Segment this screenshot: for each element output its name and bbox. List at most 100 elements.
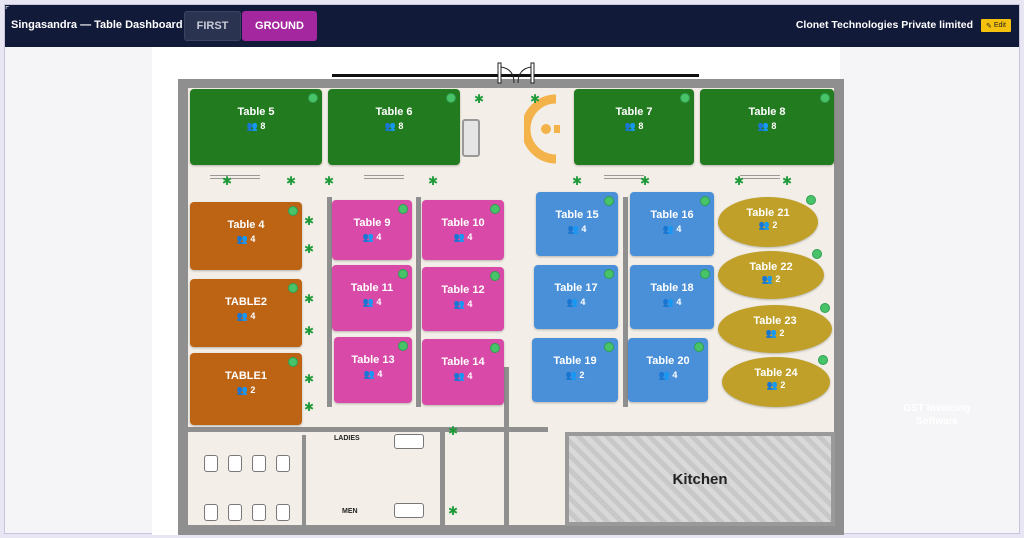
table-19[interactable]: Table 19👥 2 — [532, 338, 618, 402]
table-14[interactable]: Table 14 👥 4 — [422, 339, 504, 405]
table-20[interactable]: Table 20👥 4 — [628, 338, 708, 402]
status-dot-icon — [308, 93, 318, 103]
status-dot-icon — [694, 342, 704, 352]
bench — [210, 175, 260, 179]
status-dot-icon — [490, 204, 500, 214]
interior-wall — [302, 435, 306, 527]
status-dot-icon — [680, 93, 690, 103]
toilet-icon — [252, 504, 266, 521]
company-name: Clonet Technologies Private limited — [795, 19, 973, 31]
plant-icon: ✱ — [448, 424, 459, 438]
table-10[interactable]: Table 10👥 4 — [422, 200, 504, 260]
toilet-icon — [276, 504, 290, 521]
plant-icon: ✱ — [286, 174, 297, 188]
table-6[interactable]: Table 6👥 8 — [328, 89, 460, 165]
table-seats: 👥 8 — [757, 121, 777, 131]
table-name: Table 11 — [350, 282, 394, 294]
plant-icon: ✱ — [530, 92, 541, 106]
table-2[interactable]: TABLE2👥 4 — [190, 279, 302, 347]
seat-count: 4 — [467, 299, 473, 309]
entrance-line — [332, 74, 699, 77]
table-15[interactable]: Table 15👥 4 — [536, 192, 618, 256]
table-name: Table 14 — [441, 356, 485, 368]
tab-ground-floor[interactable]: GROUND — [242, 11, 317, 41]
plant-icon: ✱ — [572, 174, 583, 188]
table-name: TABLE2 — [225, 296, 267, 308]
seat-count: 2 — [250, 385, 256, 395]
plant-icon: ✱ — [304, 324, 315, 338]
table-18[interactable]: Table 18👥 4 — [630, 265, 714, 329]
table-9[interactable]: Table 9👥 4 — [332, 200, 412, 260]
table-16[interactable]: Table 16👥 4 — [630, 192, 714, 256]
plant-icon: ✱ — [324, 174, 335, 188]
seat-count: 4 — [672, 370, 678, 380]
plant-icon: ✱ — [304, 214, 315, 228]
status-dot-icon — [820, 93, 830, 103]
status-dot-icon — [288, 283, 298, 293]
status-dot-icon — [288, 357, 298, 367]
table-12[interactable]: Table 12👥 4 — [422, 267, 504, 331]
table-seats: 👥 4 — [662, 297, 682, 307]
table-8[interactable]: Table 8 👥 8 — [700, 89, 834, 165]
seat-count: 8 — [398, 121, 404, 131]
table-seats: 👥 4 — [236, 234, 256, 244]
tab-first-floor[interactable]: FIRST — [184, 11, 241, 41]
seat-count: 2 — [772, 220, 778, 230]
table-11[interactable]: Table 11👥 4 — [332, 265, 412, 331]
table-name: Table 8 — [748, 106, 786, 118]
table-name: Table 24 — [754, 367, 798, 379]
status-dot-icon — [490, 271, 500, 281]
plant-icon: ✱ — [428, 174, 439, 188]
seat-count: 4 — [676, 224, 682, 234]
toilet-icon — [228, 455, 242, 472]
table-13[interactable]: Table 13👥 4 — [334, 337, 412, 403]
table-24[interactable]: Table 24👥 2 — [722, 355, 830, 407]
table-seats: 👥 4 — [662, 224, 682, 234]
table-name: Table 7 — [615, 106, 653, 118]
edit-button[interactable]: ✎ Edit — [981, 19, 1011, 32]
seat-count: 4 — [676, 297, 682, 307]
toilet-icon — [204, 455, 218, 472]
men-label: MEN — [342, 508, 358, 515]
seat-count: 2 — [780, 380, 786, 390]
kitchen: Kitchen — [565, 432, 835, 526]
interior-wall — [504, 427, 509, 525]
pencil-icon: ✎ — [986, 22, 992, 30]
bench — [364, 175, 404, 179]
status-dot-icon — [446, 93, 456, 103]
table-23[interactable]: Table 23👥 2 — [718, 303, 832, 353]
interior-wall — [623, 197, 628, 407]
status-dot-icon — [604, 342, 614, 352]
table-name: Table 22 — [749, 261, 793, 273]
reception-desk-icon — [524, 94, 560, 164]
table-seats: 👥 8 — [624, 121, 644, 131]
table-seats: 👥 4 — [362, 232, 382, 242]
table-name: Table 20 — [646, 355, 690, 367]
status-dot-icon — [700, 269, 710, 279]
table-7[interactable]: Table 7 👥 8 — [574, 89, 694, 165]
status-dot-icon — [818, 355, 828, 365]
table-seats: 👥 4 — [453, 371, 473, 381]
seat-count: 4 — [250, 234, 256, 244]
seat-count: 2 — [779, 328, 785, 338]
plant-icon: ✱ — [304, 242, 315, 256]
table-1[interactable]: TABLE1👥 2 — [190, 353, 302, 425]
table-seats: 👥 2 — [758, 220, 778, 230]
interior-wall — [327, 197, 332, 407]
table-name: Table 10 — [441, 217, 485, 229]
table-4[interactable]: Table 4👥 4 — [190, 202, 302, 270]
table-17[interactable]: Table 17👥 4 — [534, 265, 618, 329]
table-5[interactable]: Table 5👥 8 — [190, 89, 322, 165]
table-21[interactable]: Table 21👥 2 — [718, 195, 818, 247]
kitchen-label: Kitchen — [672, 470, 728, 488]
status-dot-icon — [820, 303, 830, 313]
table-name: Table 5 — [237, 106, 275, 118]
table-name: TABLE1 — [225, 370, 267, 382]
table-seats: 👥 4 — [566, 297, 586, 307]
toilet-icon — [276, 455, 290, 472]
toilet-icon — [204, 504, 218, 521]
table-22[interactable]: Table 22👥 2 — [718, 249, 824, 299]
sink-icon — [394, 434, 424, 449]
status-dot-icon — [398, 269, 408, 279]
